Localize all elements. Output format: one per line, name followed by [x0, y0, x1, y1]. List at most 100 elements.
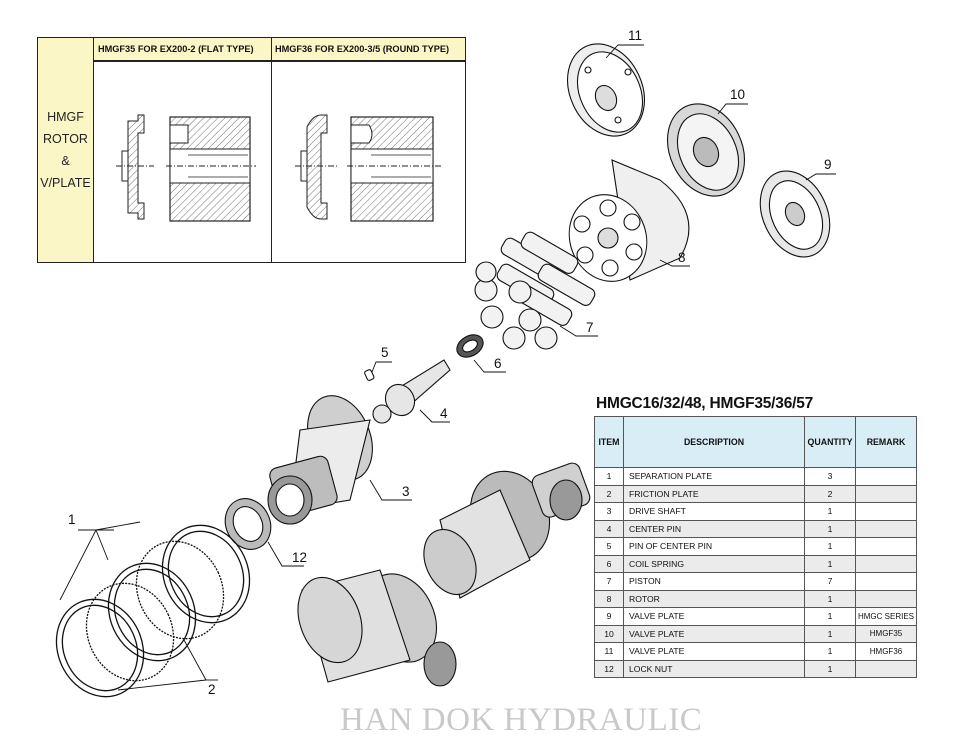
callout-numbers: 11 10 9 8 7 5 6 4 3 12 1 2	[68, 28, 832, 697]
cell-remark	[855, 589, 917, 608]
rotor-valve-plate-comparison: HMGF ROTOR & V/PLATE HMGF35 FOR EX200-2 …	[37, 37, 466, 263]
watermark: HAN DOK HYDRAULIC	[340, 702, 703, 738]
part-10-valve-plate	[667, 103, 745, 197]
cell-item: 6	[594, 554, 624, 573]
cell-remark	[855, 502, 917, 521]
assembled-motor-lower	[297, 569, 457, 687]
part-3-drive-shaft	[267, 395, 373, 525]
cell-quantity: 1	[804, 554, 856, 573]
cell-description: PISTON	[623, 572, 805, 591]
cell-description: VALVE PLATE	[623, 624, 805, 643]
side-label-line: &	[61, 154, 70, 168]
callout-2: 2	[208, 682, 216, 697]
cell-item: 11	[594, 642, 624, 661]
cell-quantity: 1	[804, 519, 856, 538]
cell-item: 9	[594, 607, 624, 626]
part-5-pin	[364, 369, 375, 381]
callout-6: 6	[494, 356, 502, 371]
cell-quantity: 1	[804, 607, 856, 626]
cell-quantity: 1	[804, 642, 856, 661]
side-label-line: V/PLATE	[40, 176, 91, 190]
cell-quantity: 2	[804, 484, 856, 503]
callout-10: 10	[730, 87, 745, 102]
cell-description: CENTER PIN	[623, 519, 805, 538]
cell-remark	[855, 554, 917, 573]
header-description: DESCRIPTION	[623, 416, 805, 468]
cell-description: DRIVE SHAFT	[623, 502, 805, 521]
callout-9: 9	[824, 157, 832, 172]
callout-8: 8	[678, 250, 686, 265]
cell-quantity: 3	[804, 467, 856, 486]
header-remark: REMARK	[855, 416, 917, 468]
cell-remark	[855, 467, 917, 486]
cell-remark: HMGF35	[855, 624, 917, 643]
cell-remark	[855, 484, 917, 503]
round-type-header: HMGF36 FOR EX200-3/5 (ROUND TYPE)	[271, 38, 465, 61]
cell-item: 3	[594, 502, 624, 521]
cell-remark: HMGC SERIES	[855, 607, 917, 626]
callout-7: 7	[586, 320, 594, 335]
part-11-valve-plate	[567, 43, 645, 137]
cell-item: 8	[594, 589, 624, 608]
cell-description: COIL SPRING	[623, 554, 805, 573]
cell-item: 1	[594, 467, 624, 486]
side-label-line: HMGF	[47, 110, 84, 124]
cell-item: 7	[594, 572, 624, 591]
parts-table-title: HMGC16/32/48, HMGF35/36/57	[596, 395, 814, 412]
callout-12: 12	[292, 550, 307, 565]
part-7-pistons	[474, 231, 596, 350]
part-6-coil-spring	[456, 334, 484, 358]
cell-quantity: 1	[804, 659, 856, 678]
cell-description: LOCK NUT	[623, 659, 805, 678]
part-1-2-plates	[55, 524, 251, 698]
comparison-side-label: HMGF ROTOR & V/PLATE	[38, 38, 94, 262]
cell-item: 12	[594, 659, 624, 678]
cell-description: VALVE PLATE	[623, 607, 805, 626]
cell-item: 10	[594, 624, 624, 643]
leader-lines	[59, 44, 836, 691]
cell-remark	[855, 537, 917, 556]
header-item: ITEM	[594, 416, 624, 468]
cell-description: FRICTION PLATE	[623, 484, 805, 503]
part-12-lock-nut	[224, 498, 272, 550]
round-type-section-drawing	[295, 114, 441, 222]
cell-remark	[855, 659, 917, 678]
cell-quantity: 7	[804, 572, 856, 591]
side-label-line: ROTOR	[43, 132, 88, 146]
cell-remark	[855, 519, 917, 538]
callout-3: 3	[402, 484, 410, 499]
cell-description: ROTOR	[623, 589, 805, 608]
cell-item: 2	[594, 484, 624, 503]
cell-description: VALVE PLATE	[623, 642, 805, 661]
part-4-center-pin	[372, 359, 451, 424]
callout-1: 1	[68, 512, 76, 527]
cell-quantity: 1	[804, 624, 856, 643]
cell-item: 5	[594, 537, 624, 556]
cell-quantity: 1	[804, 502, 856, 521]
part-9-valve-plate	[759, 170, 831, 258]
cell-quantity: 1	[804, 589, 856, 608]
column-divider	[271, 38, 272, 262]
assembled-motor-upper	[423, 462, 591, 599]
callout-5: 5	[381, 345, 389, 360]
cell-description: SEPARATION PLATE	[623, 467, 805, 486]
cell-quantity: 1	[804, 537, 856, 556]
flat-type-section-drawing	[116, 114, 256, 222]
cell-remark	[855, 572, 917, 591]
cell-description: PIN OF CENTER PIN	[623, 537, 805, 556]
callout-4: 4	[440, 406, 448, 421]
cell-remark: HMGF36	[855, 642, 917, 661]
